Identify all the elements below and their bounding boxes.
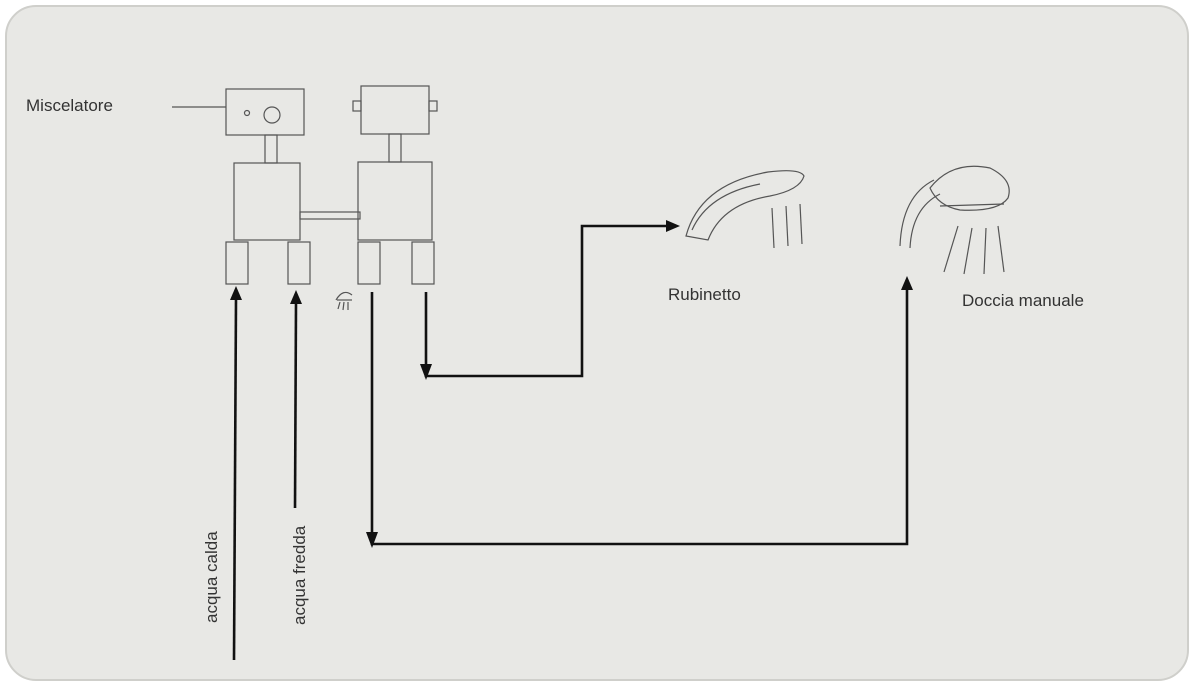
cold-inlet-connector (287, 241, 311, 285)
cold-water-inlet-arrow (290, 290, 302, 509)
mixer-knob (263, 106, 281, 124)
diverter-handle-right (428, 100, 438, 112)
diverter-body (357, 161, 433, 241)
hot-water-label: acqua calda (202, 531, 221, 623)
mixer-knob-small (243, 109, 251, 117)
diverter-unit-right (352, 85, 438, 285)
hand-shower-label: Doccia manuale (962, 291, 1084, 310)
cold-water-label: acqua fredda (290, 525, 309, 625)
diagram-panel (5, 5, 1189, 681)
mixer-body (233, 162, 301, 241)
faucet-icon (685, 170, 805, 249)
shower-outlet-connector (357, 241, 381, 285)
hot-water-inlet-arrow (230, 286, 242, 661)
faucet-outlet-connector (411, 241, 435, 285)
hot-inlet-connector (225, 241, 249, 285)
small-shower-icon (335, 291, 353, 311)
hand-shower-icon (899, 165, 1010, 275)
faucet-label: Rubinetto (668, 285, 741, 304)
mixer-label: Miscelatore (26, 96, 113, 115)
shower-supply-pipe (366, 276, 913, 548)
faucet-supply-pipe (420, 220, 680, 380)
connection-bar (299, 211, 361, 220)
diverter-handle-left (352, 100, 362, 112)
mixer-unit-left (225, 88, 361, 285)
